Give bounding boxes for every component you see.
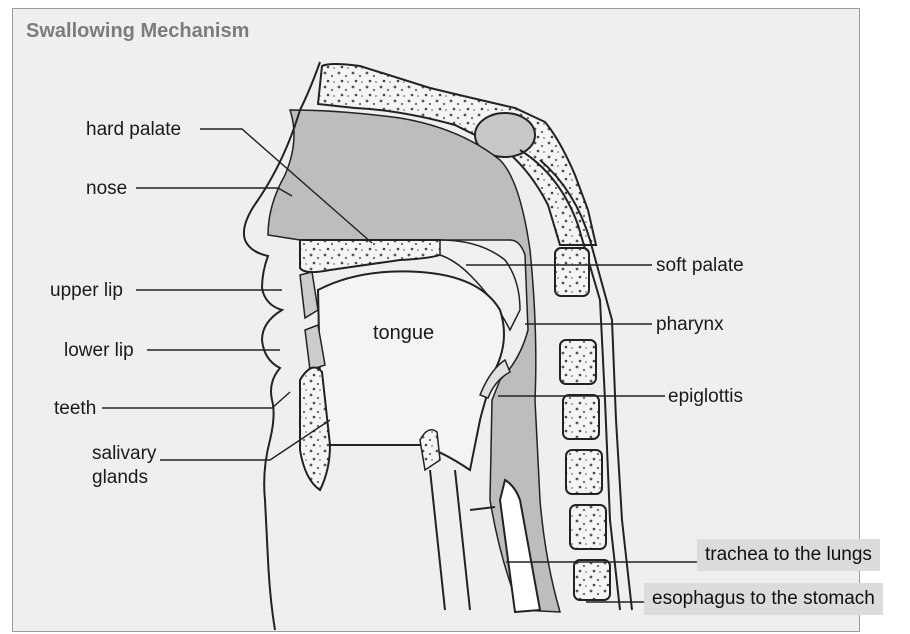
label-esophagus: esophagus to the stomach [644, 583, 883, 615]
label-pharynx: pharynx [656, 313, 724, 336]
label-teeth: teeth [54, 397, 96, 420]
label-salivary: salivary [92, 442, 156, 465]
label-trachea: trachea to the lungs [697, 539, 880, 571]
label-tongue: tongue [373, 322, 434, 345]
label-hard-palate: hard palate [86, 118, 181, 141]
hard-palate-bone [300, 240, 447, 272]
label-epiglottis: epiglottis [668, 385, 743, 408]
label-lower-lip: lower lip [64, 339, 134, 362]
label-glands: glands [92, 466, 148, 489]
tongue-shape [318, 271, 504, 470]
label-nose: nose [86, 177, 127, 200]
label-upper-lip: upper lip [50, 279, 123, 302]
label-soft-palate: soft palate [656, 254, 744, 277]
diagram-title: Swallowing Mechanism [26, 20, 249, 43]
